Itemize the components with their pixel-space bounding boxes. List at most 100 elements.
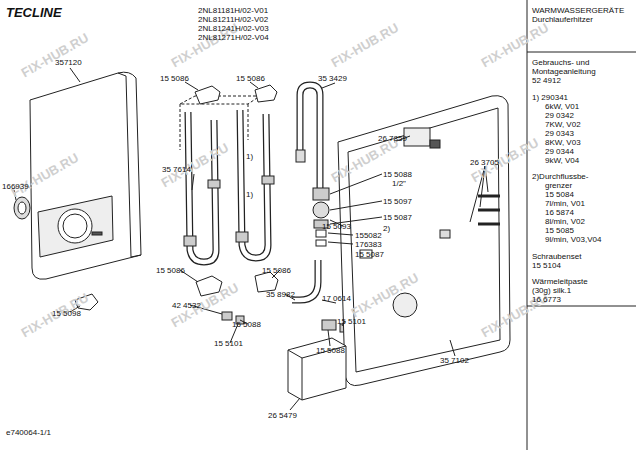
callout-number: 15 5088 bbox=[316, 346, 345, 355]
lower-pipe bbox=[322, 320, 336, 330]
callout-number: 15 5101 bbox=[337, 317, 366, 326]
leader-lines bbox=[328, 242, 353, 244]
callout-number: 26 7859 bbox=[378, 134, 407, 143]
front-cover bbox=[63, 214, 87, 238]
callout-number: 35 3429 bbox=[318, 74, 347, 83]
watermark: FIX-HUB.RU bbox=[350, 272, 420, 317]
leader-lines bbox=[328, 330, 330, 346]
valve-assembly bbox=[313, 188, 329, 200]
dashed-guides bbox=[180, 96, 260, 104]
callout-number: 1/2" bbox=[392, 179, 406, 188]
brackets bbox=[255, 85, 277, 102]
water-pipe bbox=[300, 85, 320, 190]
callout-number: 15 5101 bbox=[214, 339, 243, 348]
parts-note: 1) 290341 bbox=[532, 93, 568, 102]
dashed-guides bbox=[180, 96, 260, 150]
callout-number: 15 5088 bbox=[383, 170, 412, 179]
parts-note: 16 5874 bbox=[545, 208, 574, 217]
callout-number: 15 5093 bbox=[322, 222, 351, 231]
lower-pipe bbox=[222, 312, 232, 320]
callout-number: 42 4532 bbox=[172, 301, 201, 310]
leader-lines bbox=[70, 68, 80, 82]
valve-assembly bbox=[313, 202, 329, 218]
knob bbox=[18, 202, 26, 214]
lower-pipe bbox=[222, 260, 350, 332]
parts-note: Schraubenset bbox=[532, 252, 581, 261]
front-cover bbox=[118, 73, 141, 257]
parts-note: Gebrauchs- und bbox=[532, 58, 589, 67]
dashed-guides bbox=[180, 104, 181, 150]
knob bbox=[14, 197, 30, 219]
parts-note: 7KW, V02 bbox=[545, 120, 581, 129]
parts-note: Montageanleitung bbox=[532, 67, 596, 76]
front-cover bbox=[58, 209, 92, 243]
brand-title: TECLINE bbox=[6, 5, 62, 20]
category-heading: Durchlauferhitzer bbox=[532, 15, 593, 24]
parts-note: 29 0343 bbox=[545, 129, 574, 138]
parts-note: grenzer bbox=[545, 181, 572, 190]
parts-note: 52 4912 bbox=[532, 76, 561, 85]
parts-note: 9kW, V04 bbox=[545, 156, 579, 165]
water-pipe bbox=[300, 85, 320, 190]
water-pipe bbox=[296, 150, 305, 162]
screws bbox=[478, 209, 500, 212]
callout-number: e740064-1/1 bbox=[6, 428, 51, 437]
heating-element bbox=[208, 180, 220, 188]
parts-note: (30g) silk.1 bbox=[532, 286, 571, 295]
parts-note: 8l/min, V02 bbox=[545, 217, 585, 226]
callout-number: 357120 bbox=[55, 58, 82, 67]
model-number: 2NL81241H/02-V03 bbox=[198, 24, 269, 33]
lower-pipe bbox=[292, 260, 318, 300]
screws bbox=[478, 223, 500, 226]
callout-number: 17 0614 bbox=[322, 294, 351, 303]
watermark: FIX-HUB.RU bbox=[330, 22, 400, 67]
parts-note: 16 6773 bbox=[532, 295, 561, 304]
parts-note: 9l/min, V03,V04 bbox=[545, 235, 601, 244]
parts-note: 8KW, V03 bbox=[545, 138, 581, 147]
back-panel bbox=[430, 140, 440, 148]
terminal-box bbox=[288, 338, 346, 400]
callout-number: 35 8982 bbox=[266, 290, 295, 299]
frame-lines bbox=[527, 306, 636, 307]
callout-number: 166939 bbox=[2, 182, 29, 191]
front-cover bbox=[38, 196, 113, 257]
model-number: 2NL81271H/02-V04 bbox=[198, 33, 269, 42]
callout-number: 15 5087 bbox=[355, 250, 384, 259]
parts-note: Wärmeleitpaste bbox=[532, 277, 588, 286]
leader-lines bbox=[185, 82, 198, 90]
callout-number: 15 5086 bbox=[160, 74, 189, 83]
callout-number: 1) bbox=[246, 152, 253, 161]
back-panel bbox=[338, 96, 510, 386]
back-panel bbox=[440, 230, 450, 238]
water-pipe bbox=[296, 85, 320, 190]
dashed-guides bbox=[248, 104, 249, 140]
model-number: 2NL81181H/02-V01 bbox=[198, 6, 268, 15]
leader-lines bbox=[290, 398, 300, 410]
heating-element bbox=[184, 236, 196, 246]
terminal-box bbox=[288, 338, 346, 400]
callout-number: 26 3705 bbox=[470, 158, 499, 167]
knob bbox=[14, 197, 30, 219]
callout-number: 15 5086 bbox=[262, 266, 291, 275]
front-cover bbox=[92, 232, 102, 235]
callout-number: 15 5087 bbox=[383, 213, 412, 222]
back-panel bbox=[338, 96, 510, 386]
heating-element bbox=[236, 232, 248, 242]
callout-number: 35 7614 bbox=[162, 165, 191, 174]
heating-element bbox=[262, 176, 274, 184]
watermark: FIX-HUB.RU bbox=[20, 32, 90, 77]
callout-number: 155082 bbox=[355, 231, 382, 240]
lower-pipe bbox=[292, 260, 318, 300]
parts-note: 29 0344 bbox=[545, 147, 574, 156]
category-heading: WARMWASSERGERÄTE bbox=[532, 6, 624, 15]
heating-element bbox=[184, 110, 274, 262]
callout-number: 176383 bbox=[355, 240, 382, 249]
callout-number: 15 5086 bbox=[156, 266, 185, 275]
terminal-box bbox=[302, 358, 303, 400]
callout-number: 15 5086 bbox=[236, 74, 265, 83]
callout-number: 2) bbox=[383, 224, 390, 233]
frame-lines bbox=[527, 0, 636, 450]
parts-note: 15 5085 bbox=[545, 226, 574, 235]
frame-lines bbox=[527, 0, 528, 450]
